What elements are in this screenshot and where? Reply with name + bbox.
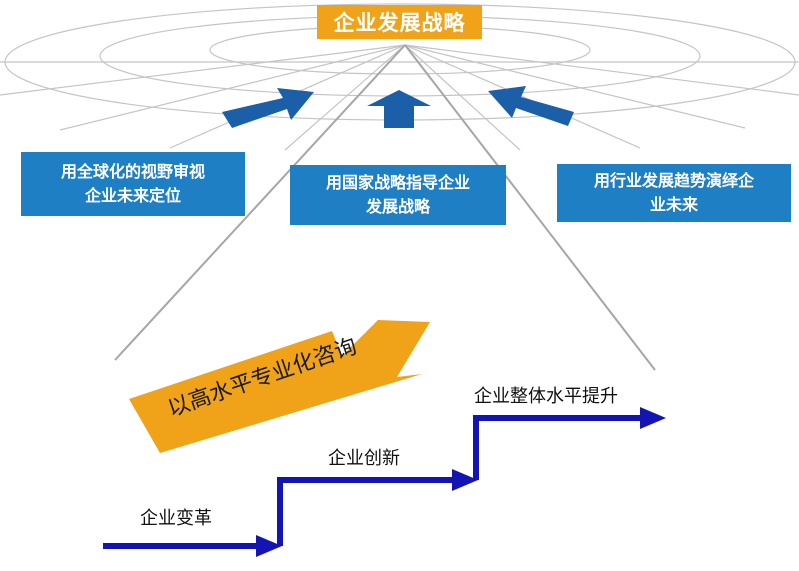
step-label-innovation: 企业创新 [328, 448, 400, 469]
title-box: 企业发展战略 [317, 5, 482, 39]
perspective-line-right [404, 44, 656, 371]
fan-ray [59, 44, 406, 131]
perspective-lines [114, 44, 656, 371]
step-arrowhead-icon [256, 535, 282, 557]
step-arrowheads [256, 407, 666, 557]
arrow-up-icon [367, 90, 431, 128]
step-line [103, 415, 642, 549]
fan-ray [404, 44, 746, 129]
box-industry-trend: 用行业发展趋势演绎企 业未来 [557, 164, 791, 222]
step-arrowhead-icon [452, 469, 478, 491]
fan-ray [0, 44, 406, 96]
arrow-up-right-icon [488, 86, 574, 126]
fan-ray [404, 44, 799, 96]
step-label-overall-improvement: 企业整体水平提升 [474, 386, 618, 407]
orange-arrow-icon [129, 320, 430, 453]
step-label-reform: 企业变革 [140, 508, 212, 529]
perspective-line-left [114, 44, 406, 361]
arrow-up-left-icon [222, 88, 314, 128]
step-segment-3 [473, 415, 642, 480]
step-arrowhead-icon [640, 407, 666, 429]
step-segment-2 [277, 477, 454, 546]
title-text: 企业发展战略 [333, 11, 466, 35]
box-global-vision: 用全球化的视野审视 企业未来定位 [21, 152, 245, 216]
box-national-strategy: 用国家战略指导企业 发展战略 [290, 165, 506, 225]
blue-arrows [222, 86, 574, 128]
